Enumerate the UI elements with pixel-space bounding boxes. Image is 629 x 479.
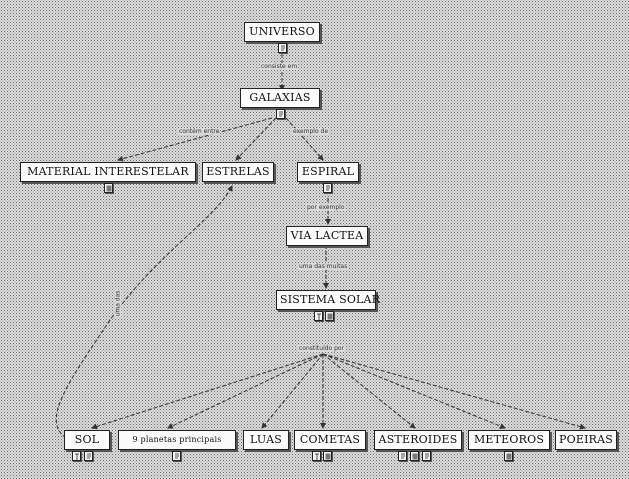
- link-sistema-planetas: [167, 353, 324, 429]
- node-universo[interactable]: UNIVERSO: [244, 22, 320, 42]
- image-icon[interactable]: [104, 183, 113, 193]
- link-galaxias-estrelas: [235, 117, 277, 161]
- node-sistema-solar[interactable]: SISTEMA SOLAR: [276, 290, 380, 310]
- image-icon[interactable]: [325, 311, 334, 321]
- document-icon[interactable]: [172, 451, 181, 461]
- image-icon[interactable]: [323, 451, 332, 461]
- link-sistema-poeiras: [322, 353, 586, 430]
- image-icon[interactable]: [410, 451, 419, 461]
- document-icon[interactable]: [398, 451, 407, 461]
- node-luas[interactable]: LUAS: [243, 430, 289, 450]
- link-label-sistema-children: constituído por: [298, 345, 346, 352]
- node-poeiras[interactable]: POEIRAS: [555, 430, 617, 450]
- document-icon[interactable]: [276, 109, 285, 119]
- link-label-via-sistema: uma das muitas: [298, 263, 349, 270]
- link-sistema-luas: [261, 353, 324, 429]
- text-icon[interactable]: [312, 451, 321, 461]
- link-label-galaxias-right: exemplo de: [292, 128, 330, 135]
- link-label-sol-estrelas: uma das: [114, 289, 122, 318]
- image-icon[interactable]: [504, 451, 513, 461]
- link-label-universo-galaxias: consiste em: [260, 63, 299, 70]
- node-cometas[interactable]: COMETAS: [294, 430, 366, 450]
- node-planetas[interactable]: 9 planetas principais: [118, 430, 236, 450]
- node-material-interestelar[interactable]: MATERIAL INTERESTELAR: [20, 162, 196, 182]
- node-galaxias[interactable]: GALAXIAS: [240, 88, 320, 108]
- document-icon[interactable]: [422, 451, 431, 461]
- link-sol-estrelas: [55, 185, 233, 439]
- link-label-galaxias-left: contém entre: [178, 128, 221, 135]
- link-label-espiral-via: por exemplo: [306, 204, 346, 211]
- node-sol[interactable]: SOL: [64, 430, 110, 450]
- document-icon[interactable]: [84, 451, 93, 461]
- link-galaxias-espiral: [285, 117, 324, 161]
- node-meteoros[interactable]: METEOROS: [468, 430, 550, 450]
- node-estrelas[interactable]: ESTRELAS: [202, 162, 274, 182]
- link-sistema-asteroides: [322, 353, 416, 429]
- node-via-lactea[interactable]: VIA LACTEA: [286, 226, 368, 246]
- document-icon[interactable]: [278, 43, 287, 53]
- link-galaxias-material: [117, 117, 273, 162]
- document-icon[interactable]: [323, 183, 332, 193]
- text-icon[interactable]: [314, 311, 323, 321]
- node-asteroides[interactable]: ASTEROIDES: [374, 430, 462, 450]
- text-icon[interactable]: [72, 451, 81, 461]
- node-espiral[interactable]: ESPIRAL: [297, 162, 359, 182]
- link-sistema-meteoros: [322, 353, 506, 429]
- link-sistema-sol: [91, 353, 324, 430]
